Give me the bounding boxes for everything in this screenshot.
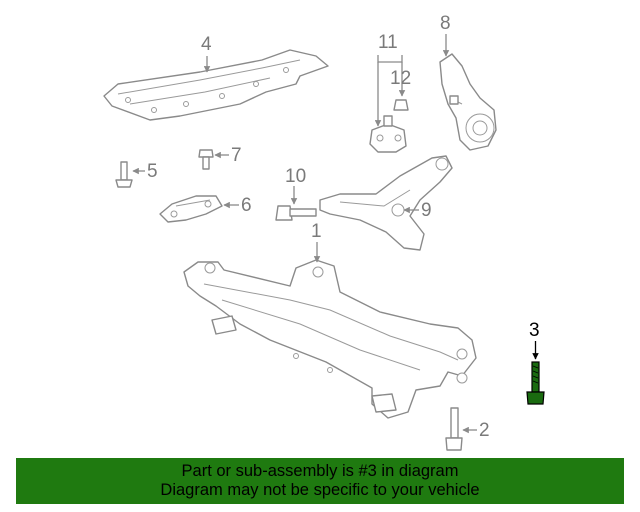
callout-12: 12 xyxy=(390,68,411,89)
callout-4: 4 xyxy=(201,34,212,55)
part-1-suspension-crossmember xyxy=(183,259,477,419)
part-3-bolt-highlighted xyxy=(526,361,545,405)
part-2-bolt xyxy=(445,407,463,451)
callout-5: 5 xyxy=(147,161,158,182)
callout-10: 10 xyxy=(285,166,306,187)
part-6-bracket xyxy=(159,195,223,223)
callout-9: 9 xyxy=(421,200,432,221)
part-7-bolt xyxy=(198,149,214,170)
callout-1: 1 xyxy=(311,221,322,242)
banner-line-1: Part or sub-assembly is #3 in diagram xyxy=(181,462,459,480)
part-10-bolt xyxy=(275,205,317,221)
info-banner: Part or sub-assembly is #3 in diagram Di… xyxy=(16,458,624,504)
part-5-bolt xyxy=(115,161,133,188)
part-12-nut xyxy=(393,99,409,111)
callout-2: 2 xyxy=(479,420,490,441)
part-9-lower-control-arm xyxy=(319,155,453,251)
callout-3: 3 xyxy=(529,320,540,341)
callout-8: 8 xyxy=(440,13,451,34)
callout-11: 11 xyxy=(378,32,398,53)
banner-line-2: Diagram may not be specific to your vehi… xyxy=(160,481,480,499)
part-8-steering-knuckle xyxy=(439,53,497,151)
part-11-ball-joint xyxy=(369,115,407,153)
callout-7: 7 xyxy=(231,145,242,166)
parts-diagram: 4 5 7 6 11 12 8 xyxy=(103,13,545,451)
callout-6: 6 xyxy=(241,195,252,216)
part-4-crossmember-brace xyxy=(103,49,329,121)
